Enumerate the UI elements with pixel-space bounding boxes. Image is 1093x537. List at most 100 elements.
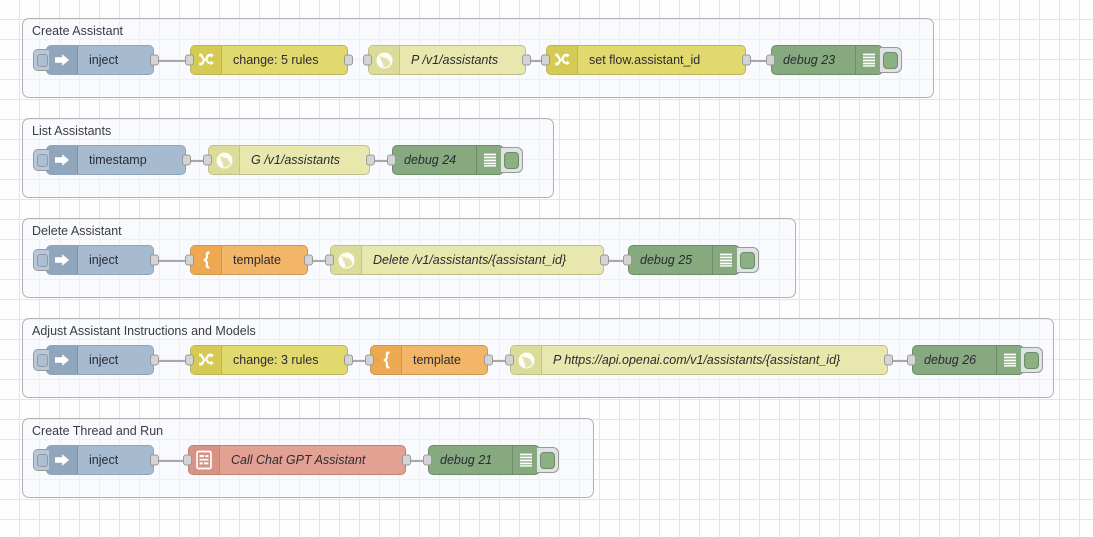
- node-label: change: 3 rules: [233, 353, 319, 367]
- node-input-port[interactable]: [363, 54, 372, 66]
- node-wire[interactable]: [350, 360, 368, 362]
- inject-trigger-button[interactable]: [33, 149, 49, 171]
- node-label: inject: [89, 353, 119, 367]
- http-request-node[interactable]: P /v1/assistants: [363, 45, 531, 75]
- arrow-right-icon: [47, 246, 78, 274]
- node-input-port[interactable]: [505, 354, 514, 366]
- node-wire[interactable]: [310, 260, 328, 262]
- node-output-port[interactable]: [304, 254, 313, 266]
- node-output-port[interactable]: [150, 354, 159, 366]
- node-label: debug 23: [783, 53, 836, 67]
- node-output-port[interactable]: [344, 354, 353, 366]
- node-input-port[interactable]: [387, 154, 396, 166]
- node-wire[interactable]: [156, 60, 188, 62]
- node-output-port[interactable]: [182, 154, 191, 166]
- node-input-port[interactable]: [423, 454, 432, 466]
- http-request-node[interactable]: Delete /v1/assistants/{assistant_id}: [325, 245, 609, 275]
- form-list-icon: [189, 446, 220, 474]
- debug-toggle-button[interactable]: [537, 447, 559, 473]
- node-wire[interactable]: [606, 260, 626, 262]
- node-output-port[interactable]: [150, 254, 159, 266]
- node-label: debug 21: [440, 453, 493, 467]
- node-wire[interactable]: [372, 160, 388, 162]
- node-output-port[interactable]: [150, 54, 159, 66]
- node-wire[interactable]: [748, 60, 769, 62]
- brace-icon: [371, 346, 402, 374]
- node-output-port[interactable]: [742, 54, 751, 66]
- debug-toggle-button[interactable]: [1021, 347, 1043, 373]
- inject-node[interactable]: timestamp: [33, 145, 191, 175]
- inject-trigger-button[interactable]: [33, 49, 49, 71]
- arrow-right-icon: [47, 346, 78, 374]
- node-label: inject: [89, 453, 119, 467]
- node-output-port[interactable]: [366, 154, 375, 166]
- http-request-node[interactable]: P https://api.openai.com/v1/assistants/{…: [505, 345, 893, 375]
- debug-lines-icon: [476, 146, 503, 174]
- node-input-port[interactable]: [203, 154, 212, 166]
- node-label: template: [413, 353, 461, 367]
- inject-trigger-button[interactable]: [33, 349, 49, 371]
- debug-toggle-button[interactable]: [501, 147, 523, 173]
- debug-toggle-button[interactable]: [880, 47, 902, 73]
- node-wire[interactable]: [528, 60, 544, 62]
- template-node[interactable]: template: [185, 245, 313, 275]
- debug-lines-icon: [512, 446, 539, 474]
- node-input-port[interactable]: [185, 54, 194, 66]
- node-label: debug 24: [404, 153, 457, 167]
- inject-trigger-button[interactable]: [33, 449, 49, 471]
- debug-lines-icon: [712, 246, 739, 274]
- inject-trigger-button[interactable]: [33, 249, 49, 271]
- node-input-port[interactable]: [185, 254, 194, 266]
- debug-node[interactable]: debug 23: [766, 45, 902, 75]
- node-input-port[interactable]: [907, 354, 916, 366]
- node-wire[interactable]: [156, 360, 188, 362]
- shuffle-icon: [191, 346, 222, 374]
- node-output-port[interactable]: [344, 54, 353, 66]
- change-node[interactable]: change: 5 rules: [185, 45, 353, 75]
- node-output-port[interactable]: [402, 454, 411, 466]
- node-input-port[interactable]: [325, 254, 334, 266]
- node-input-port[interactable]: [365, 354, 374, 366]
- node-input-port[interactable]: [185, 354, 194, 366]
- change-node[interactable]: change: 3 rules: [185, 345, 353, 375]
- node-label: timestamp: [89, 153, 147, 167]
- node-output-port[interactable]: [600, 254, 609, 266]
- node-input-port[interactable]: [766, 54, 775, 66]
- debug-toggle-button[interactable]: [737, 247, 759, 273]
- node-output-port[interactable]: [150, 454, 159, 466]
- group-title: Create Thread and Run: [32, 424, 164, 438]
- node-wire[interactable]: [188, 160, 204, 162]
- inject-node[interactable]: inject: [33, 445, 159, 475]
- debug-lines-icon: [855, 46, 882, 74]
- debug-node[interactable]: debug 26: [907, 345, 1043, 375]
- node-label: G /v1/assistants: [251, 153, 340, 167]
- node-input-port[interactable]: [623, 254, 632, 266]
- brace-icon: [191, 246, 222, 274]
- node-output-port[interactable]: [884, 354, 893, 366]
- node-input-port[interactable]: [183, 454, 192, 466]
- http-request-node[interactable]: G /v1/assistants: [203, 145, 375, 175]
- arrow-right-icon: [47, 46, 78, 74]
- inject-node[interactable]: inject: [33, 345, 159, 375]
- debug-node[interactable]: debug 24: [387, 145, 523, 175]
- node-output-port[interactable]: [522, 54, 531, 66]
- inject-node[interactable]: inject: [33, 245, 159, 275]
- debug-node[interactable]: debug 25: [623, 245, 759, 275]
- node-input-port[interactable]: [541, 54, 550, 66]
- node-wire[interactable]: [890, 360, 910, 362]
- debug-node[interactable]: debug 21: [423, 445, 559, 475]
- template-node[interactable]: template: [365, 345, 493, 375]
- node-output-port[interactable]: [484, 354, 493, 366]
- node-wire[interactable]: [156, 260, 188, 262]
- node-wire[interactable]: [156, 460, 186, 462]
- assistant-node[interactable]: Call Chat GPT Assistant: [183, 445, 411, 475]
- change-node[interactable]: set flow.assistant_id: [541, 45, 751, 75]
- inject-node[interactable]: inject: [33, 45, 159, 75]
- group-title: Adjust Assistant Instructions and Models: [32, 324, 256, 338]
- node-label: Delete /v1/assistants/{assistant_id}: [373, 253, 567, 267]
- node-label: P /v1/assistants: [411, 53, 499, 67]
- node-wire[interactable]: [408, 460, 426, 462]
- node-wire[interactable]: [490, 360, 508, 362]
- arrow-right-icon: [47, 446, 78, 474]
